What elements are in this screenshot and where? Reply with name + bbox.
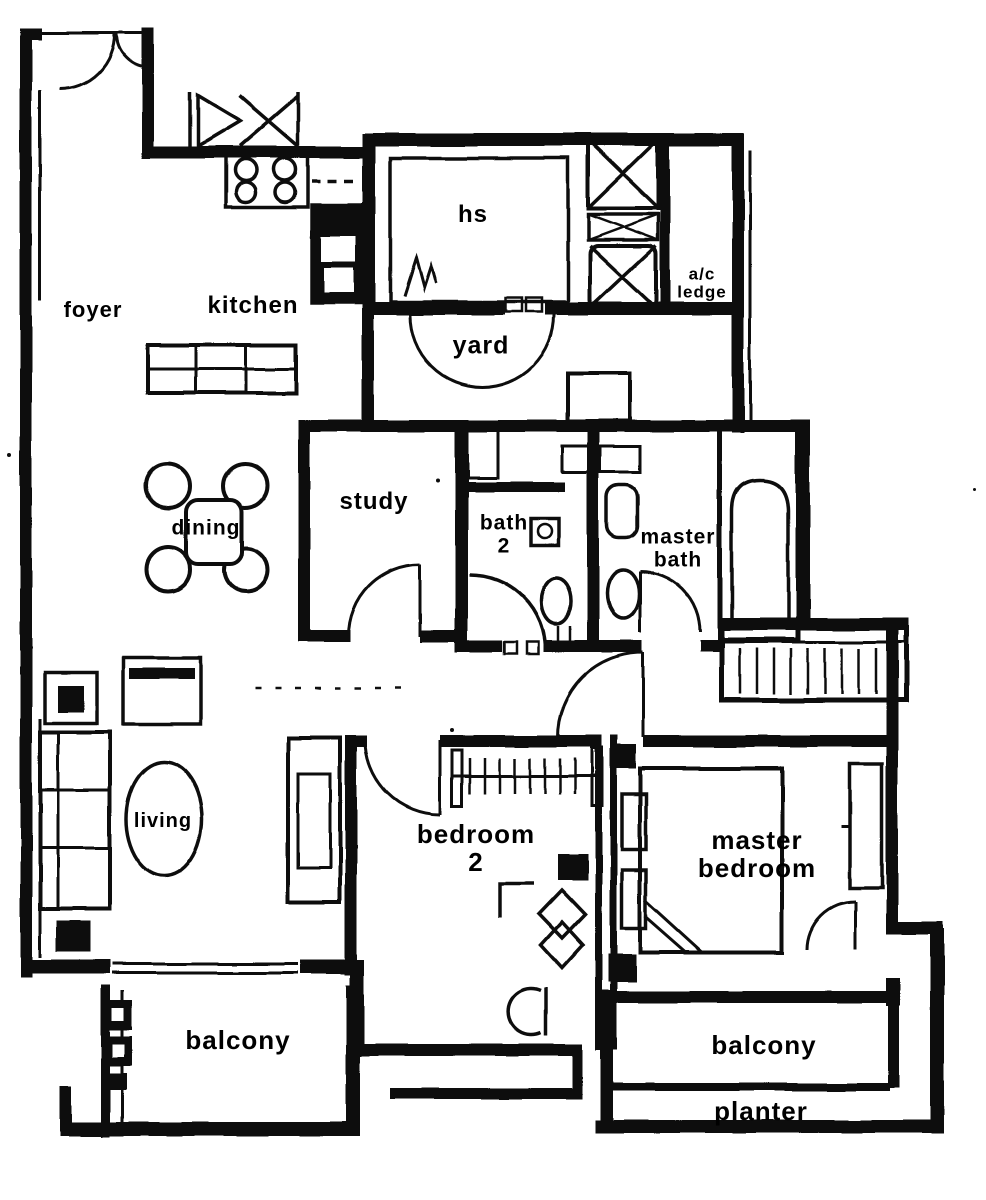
- desk-chair: [506, 987, 548, 1037]
- chair-diamond: [536, 887, 588, 941]
- master-bedroom-furniture: [608, 744, 884, 982]
- side-table: [43, 671, 99, 725]
- coffee-table: [56, 920, 90, 952]
- dining-table: [184, 498, 244, 566]
- wardrobe-bedroom2: [450, 748, 464, 808]
- bathtub: [717, 425, 801, 643]
- study-door-arc: [346, 562, 422, 637]
- rug: [124, 760, 204, 878]
- bed-side-table: [610, 744, 636, 768]
- room-label-dining: dining: [171, 516, 241, 540]
- pillow: [620, 868, 648, 930]
- balcony-features: [106, 1000, 132, 1090]
- dining-chair: [221, 462, 269, 510]
- desk: [498, 882, 534, 918]
- scan-noise: [8, 453, 977, 732]
- dresser: [848, 762, 884, 890]
- living-furniture: [38, 656, 342, 952]
- bed-side-table: [608, 954, 636, 982]
- basin-bath2: [529, 517, 561, 548]
- room-label-balcony-left: balcony: [185, 1024, 291, 1055]
- kitchen-fixtures: [146, 153, 368, 395]
- shelter-vent-mark: [402, 252, 438, 297]
- room-label-balcony-right: balcony: [711, 1029, 817, 1060]
- basin-master-bath: [605, 483, 639, 539]
- stove: [224, 153, 310, 209]
- wardrobe-hangers: [719, 625, 909, 703]
- dining-chair: [144, 462, 192, 510]
- household-shelter: [388, 156, 570, 304]
- tv-console: [121, 656, 203, 726]
- dining-chair: [144, 545, 192, 593]
- lobby-door-symbol: [188, 92, 300, 150]
- yard-door-arc: [408, 314, 556, 389]
- sofa: [38, 730, 112, 910]
- bath2-fixtures: [469, 517, 573, 651]
- room-label-study: study: [339, 488, 409, 516]
- toilet-master-bath: [605, 568, 641, 620]
- pillow: [620, 792, 648, 852]
- washing-machine: [466, 423, 500, 480]
- entrance-door-arc: [59, 33, 117, 91]
- entrance-door-arc2: [115, 33, 151, 69]
- master-bath-fixtures: [605, 425, 801, 643]
- shower-bath2: [469, 573, 547, 651]
- bedside-table: [558, 854, 588, 880]
- room-label-living: living: [133, 810, 193, 833]
- room-label-kitchen: kitchen: [207, 292, 299, 320]
- room-label-foyer: foyer: [63, 297, 123, 323]
- master-suite-door-arc: [556, 650, 645, 738]
- bedroom2-furniture: [450, 746, 604, 1037]
- walls: [20, 28, 944, 1137]
- room-label-yard: yard: [452, 331, 510, 360]
- toilet-bath2: [539, 576, 573, 626]
- balcony-door-arc: [805, 900, 857, 951]
- ac-units: [586, 138, 660, 310]
- service-duct: [466, 371, 642, 480]
- dining-set: [144, 462, 270, 594]
- dining-chair: [222, 546, 270, 594]
- room-label-hs: hs: [457, 201, 489, 229]
- cabinet: [286, 736, 342, 904]
- room-label-planter: planter: [714, 1095, 808, 1126]
- master-bath-door-arc: [638, 570, 702, 633]
- bed-master: [638, 766, 784, 954]
- bedroom2-door-arc: [363, 739, 442, 817]
